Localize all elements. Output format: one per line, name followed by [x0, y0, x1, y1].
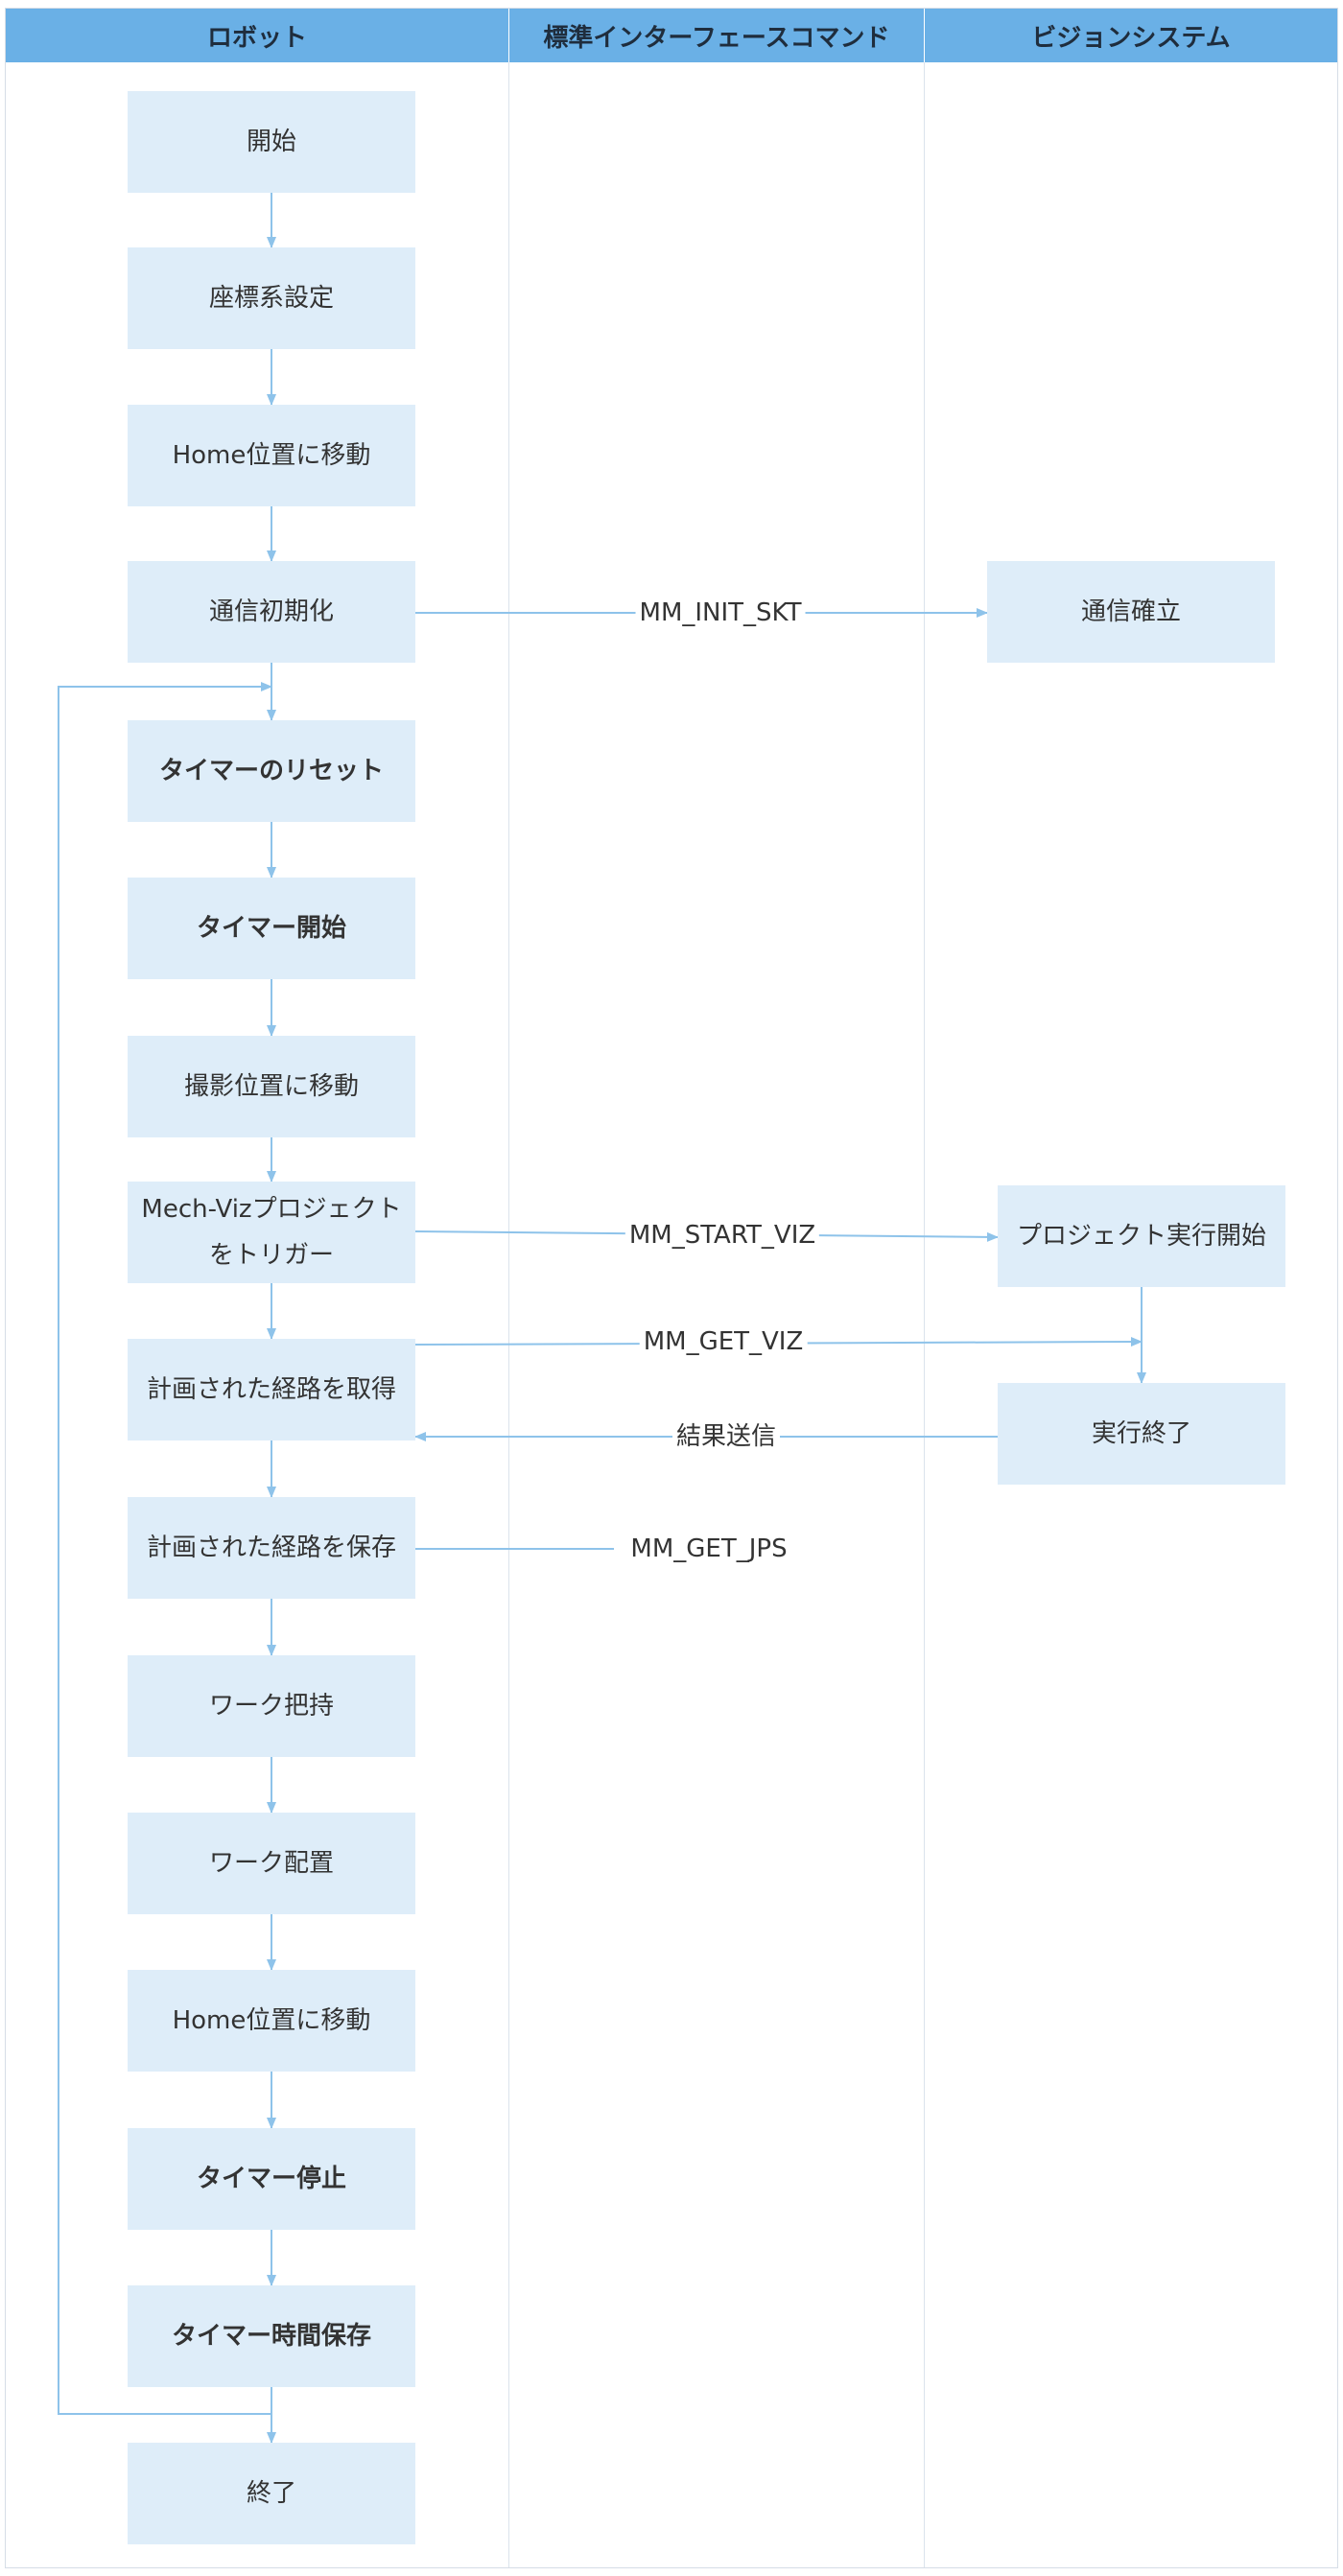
node-move-home-2: Home位置に移動 — [128, 1970, 415, 2072]
cmd-start-viz-label: MM_START_VIZ — [624, 1220, 820, 1251]
node-move-home: Home位置に移動 — [128, 405, 415, 506]
node-pick: ワーク把持 — [128, 1655, 415, 1757]
lane-header-robot: ロボット — [6, 9, 508, 62]
diagram-frame — [5, 8, 1338, 2568]
lane-divider-1 — [508, 62, 509, 2567]
node-end: 終了 — [128, 2443, 415, 2544]
cmd-init-label: MM_INIT_SKT — [635, 597, 806, 628]
cmd-get-viz-label: MM_GET_VIZ — [639, 1326, 808, 1357]
lane-header-commands: 標準インターフェースコマンド — [509, 9, 924, 62]
node-run-done: 実行終了 — [998, 1383, 1285, 1485]
node-trigger-viz: Mech-Vizプロジェクトをトリガー — [128, 1182, 415, 1283]
node-coord-setup: 座標系設定 — [128, 247, 415, 349]
node-move-capture: 撮影位置に移動 — [128, 1036, 415, 1137]
node-get-path: 計画された経路を取得 — [128, 1339, 415, 1440]
node-comm-established: 通信確立 — [987, 561, 1275, 663]
node-timer-stop: タイマー停止 — [128, 2128, 415, 2230]
cmd-get-jps-label: MM_GET_JPS — [626, 1534, 791, 1564]
node-project-run: プロジェクト実行開始 — [998, 1185, 1285, 1287]
node-timer-start: タイマー開始 — [128, 878, 415, 979]
node-comm-init: 通信初期化 — [128, 561, 415, 663]
cmd-result-label: 結果送信 — [672, 1421, 781, 1452]
node-start: 開始 — [128, 91, 415, 193]
node-place: ワーク配置 — [128, 1813, 415, 1914]
lane-divider-2 — [924, 62, 925, 2567]
node-timer-save: タイマー時間保存 — [128, 2285, 415, 2387]
lane-header-vision: ビジョンシステム — [925, 9, 1337, 62]
node-save-path: 計画された経路を保存 — [128, 1497, 415, 1599]
node-timer-reset: タイマーのリセット — [128, 720, 415, 822]
